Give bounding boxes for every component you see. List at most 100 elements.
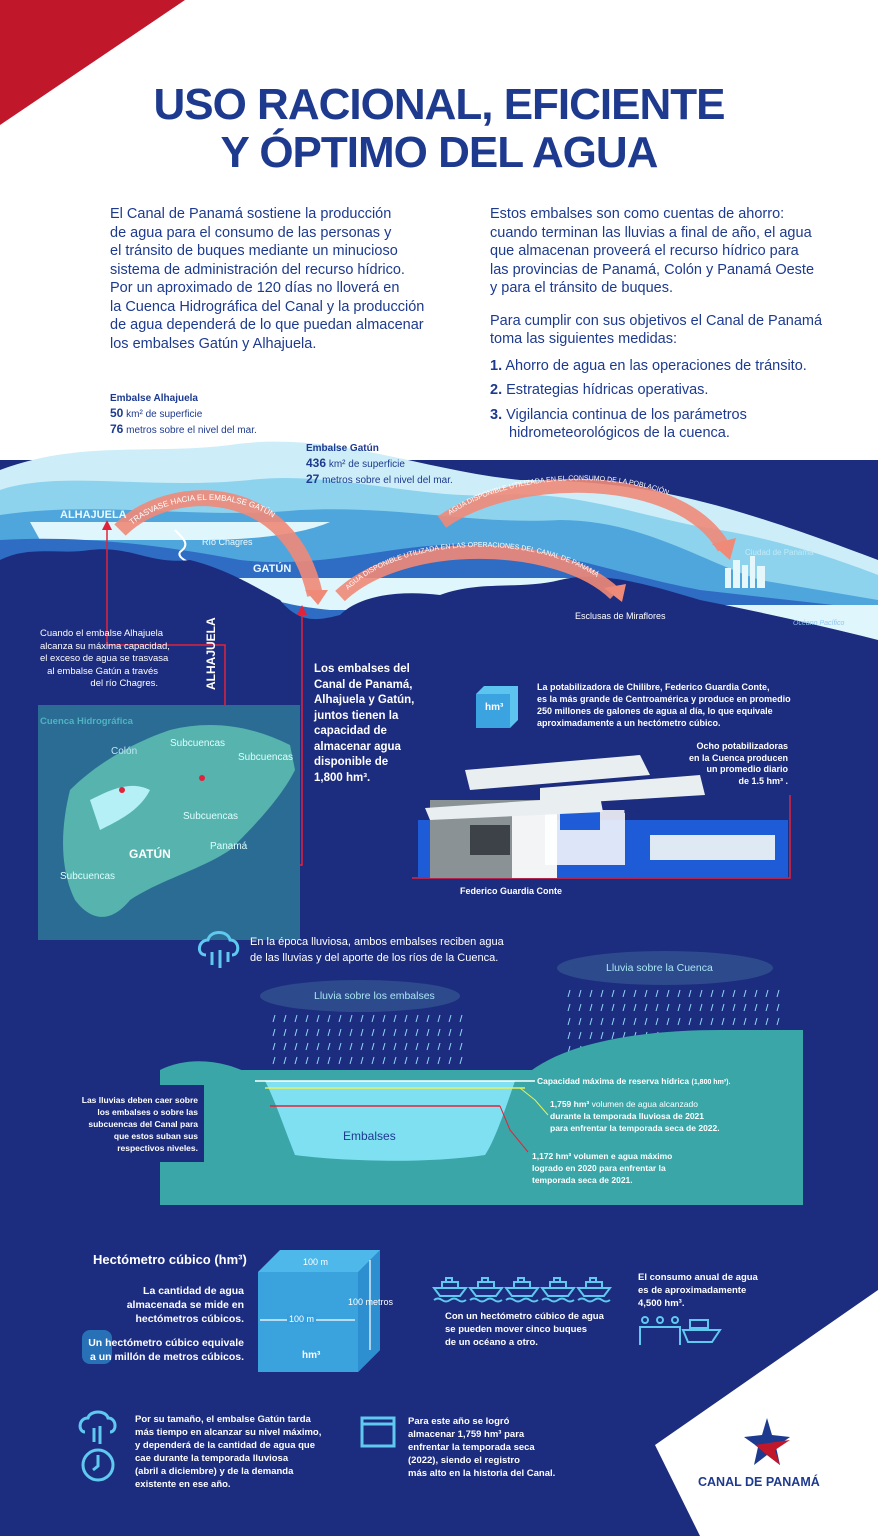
rain-drop <box>721 1017 725 1026</box>
rain-drop <box>404 1056 408 1065</box>
rain-drop <box>437 1028 441 1037</box>
rain-drop <box>349 1056 353 1065</box>
rain-drop <box>578 1017 582 1026</box>
rain-drop <box>327 1056 331 1065</box>
canal-logo-text: CANAL DE PANAMÁ <box>698 1475 820 1489</box>
arrow-poblacion <box>437 478 731 552</box>
max-capacity-label: Capacidad máxima de reserva hídrica (1,8… <box>537 1076 731 1086</box>
rain-drop <box>765 989 769 998</box>
ship-icon <box>468 1277 504 1303</box>
rain-drop <box>743 1017 747 1026</box>
rain-drop <box>305 1014 309 1023</box>
hm3-title: Hectómetro cúbico (hm³) <box>93 1252 247 1267</box>
rain-drop <box>327 1028 331 1037</box>
red-corner-triangle <box>0 0 185 125</box>
cloud-embalses-label: Lluvia sobre los embalses <box>314 990 435 1002</box>
arrow-operaciones <box>335 544 620 602</box>
rain-drop <box>732 989 736 998</box>
ship-icon <box>504 1277 540 1303</box>
rain-drop <box>578 989 582 998</box>
calendar-icon <box>360 1416 396 1448</box>
cloud-cuenca <box>557 951 773 985</box>
idaan-sign: IDAAN <box>624 809 643 815</box>
rain-drop <box>589 1031 593 1040</box>
cube-height-label: 100 metros <box>348 1297 394 1307</box>
rain-drop <box>459 1014 463 1023</box>
rain-drop <box>655 1003 659 1012</box>
map-subcuencas-1: Subcuencas <box>170 738 226 749</box>
rain-drop <box>611 1017 615 1026</box>
rain-drop <box>283 1014 287 1023</box>
rain-drop <box>677 989 681 998</box>
rain-drop <box>459 1028 463 1037</box>
intro-left: El Canal de Panamá sostiene la producció… <box>110 206 425 352</box>
rain-drop <box>611 1003 615 1012</box>
map-panama: Panamá <box>210 841 248 852</box>
rain-drop <box>415 1014 419 1023</box>
rain-drop <box>633 1003 637 1012</box>
rain-drop <box>459 1056 463 1065</box>
cube-label: hm³ <box>302 1350 321 1361</box>
gatun-info: Embalse Gatún 436 km² de superficie 27 m… <box>306 443 453 486</box>
rain-drop <box>415 1056 419 1065</box>
map-colon: Colón <box>111 746 138 757</box>
rain-drop <box>743 989 747 998</box>
rain-drop <box>327 1014 331 1023</box>
rain-drop <box>393 1056 397 1065</box>
rain-drop <box>589 1003 593 1012</box>
rain-drop <box>448 1028 452 1037</box>
rain-drop <box>316 1014 320 1023</box>
measure-2: 2. Estrategias hídricas operativas. <box>490 382 709 398</box>
rain-drop <box>699 989 703 998</box>
cloud-rain-icon <box>198 931 240 968</box>
rain-drop <box>360 1042 364 1051</box>
rain-drop <box>754 1003 758 1012</box>
arrow-poblacion-head <box>712 538 736 560</box>
rain-drop <box>316 1042 320 1051</box>
rain-drop <box>283 1028 287 1037</box>
rain-drop <box>600 1017 604 1026</box>
rain-drop <box>349 1028 353 1037</box>
rain-drop <box>371 1056 375 1065</box>
arrow-trasvase <box>114 490 323 597</box>
rain-drop <box>721 989 725 998</box>
label-alhajuela: ALHAJUELA <box>60 509 127 521</box>
rain-drop <box>699 1017 703 1026</box>
rain-drop <box>426 1056 430 1065</box>
arrow-operaciones-head <box>604 584 626 602</box>
rain-drop <box>567 1017 571 1026</box>
rain-drop <box>404 1028 408 1037</box>
cube-width-label: 100 m <box>287 1314 317 1324</box>
rain-drop <box>283 1056 287 1065</box>
rain-drop <box>567 989 571 998</box>
map-title: Cuenca Hidrográfica <box>40 716 133 727</box>
rain-clock-icon <box>78 1410 117 1482</box>
rain-drop <box>589 989 593 998</box>
rain-drop <box>426 1014 430 1023</box>
rain-drop <box>765 1017 769 1026</box>
rain-drop <box>426 1042 430 1051</box>
plant-description: La potabilizadora de Chilibre, Federico … <box>537 682 791 728</box>
cloud-cuenca-label: Lluvia sobre la Cuenca <box>606 962 713 974</box>
rain-drop <box>600 1031 604 1040</box>
header-background <box>0 0 878 460</box>
hm3-cube-small <box>476 686 518 728</box>
rain-drop <box>721 1003 725 1012</box>
label-rio-chagres: Río Chagres <box>202 537 253 547</box>
city-skyline <box>725 556 765 588</box>
rain-drop <box>655 1017 659 1026</box>
rain-drop <box>305 1042 309 1051</box>
rain-drop <box>611 1031 615 1040</box>
rain-drop <box>776 989 780 998</box>
rain-text: En la época lluviosa, ambos embalses rec… <box>250 936 504 964</box>
rain-drop <box>448 1014 452 1023</box>
embalses-label: Embalses <box>343 1129 396 1143</box>
rain-drop <box>294 1014 298 1023</box>
cuenca-hills <box>520 1030 803 1080</box>
label-ciudad: Ciudad de Panamá <box>745 548 814 557</box>
